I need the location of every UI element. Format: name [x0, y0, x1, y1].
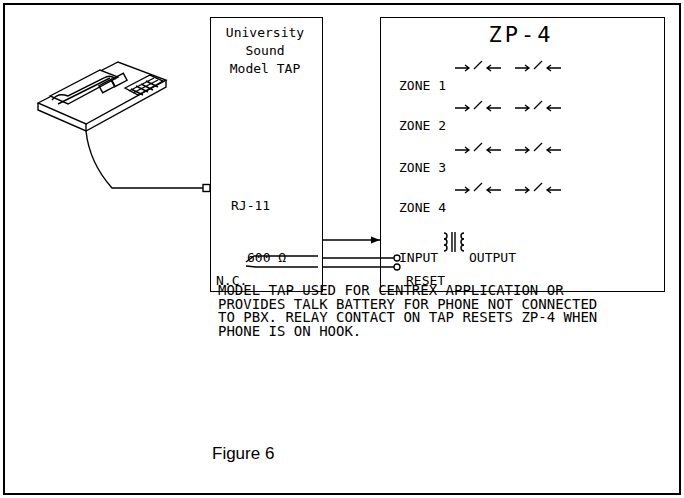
figure-caption: Figure 6 [212, 444, 274, 464]
terminal-label: OUTPUT [469, 250, 516, 265]
wire-connector [323, 266, 380, 267]
zone-label: ZONE 4 [399, 200, 446, 215]
zone-label: ZONE 3 [399, 160, 446, 175]
device-title: University Sound Model TAP [211, 24, 319, 78]
device-box: University Sound Model TAPRJ-11600 ΩN.C. [210, 17, 323, 292]
device-box: ZP-4ZONE 1ZONE 2ZONE 3ZONE 4INPUTOUTPUTR… [380, 17, 665, 292]
telephone-illustration [38, 62, 210, 192]
terminal-label: INPUT [399, 250, 438, 265]
impedance-label: 600 Ω [247, 250, 286, 265]
wire-connector [323, 239, 380, 240]
figure-frame [4, 4, 680, 494]
zone-switch-symbols [455, 61, 561, 193]
note-text: MODEL TAP USED FOR CENTREX APPLICATION O… [218, 284, 610, 338]
zone-label: ZONE 1 [399, 78, 446, 93]
wire-connector [323, 257, 380, 258]
device-title: ZP-4 [381, 22, 661, 48]
jack-label: RJ-11 [231, 198, 270, 213]
reset-terminals [381, 255, 400, 270]
transformer-symbol [444, 232, 464, 252]
zone-label: ZONE 2 [399, 118, 446, 133]
